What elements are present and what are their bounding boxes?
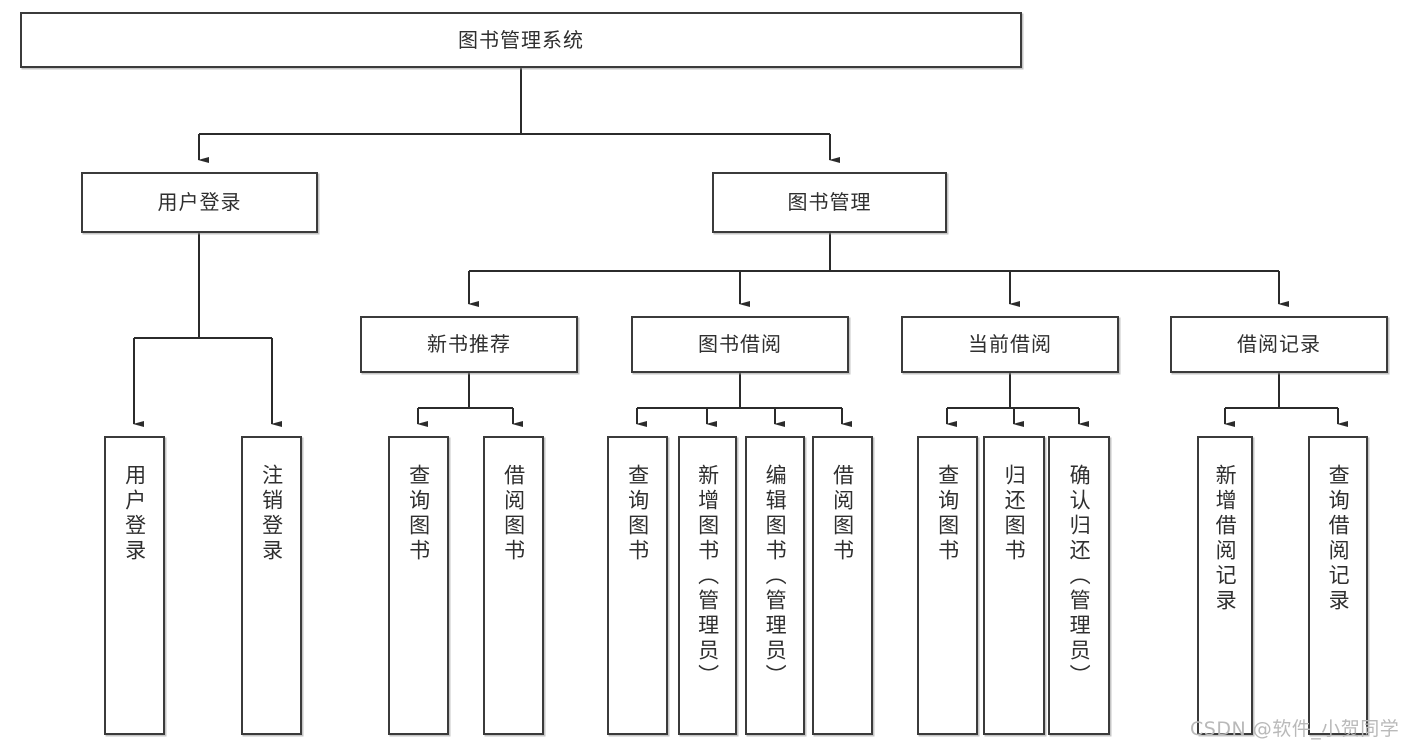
node-label: 新增借阅记录: [1213, 464, 1238, 614]
node-label: 当前借阅: [968, 332, 1052, 356]
node-label: 查询图书: [935, 464, 960, 564]
leaf-return-book[interactable]: 归还图书: [983, 436, 1045, 735]
node-label: 查询图书: [625, 464, 650, 564]
node-user-login[interactable]: 用户登录: [81, 172, 318, 233]
node-borrow-record[interactable]: 借阅记录: [1170, 316, 1388, 373]
node-label: 查询借阅记录: [1326, 464, 1351, 614]
node-label: 新书推荐: [427, 332, 511, 356]
node-new-book-rec[interactable]: 新书推荐: [360, 316, 578, 373]
leaf-user-login[interactable]: 用户登录: [104, 436, 165, 735]
node-label: 查询图书: [406, 464, 431, 564]
node-label: 借阅记录: [1237, 332, 1321, 356]
watermark-text: CSDN @软件_小贺同学: [1190, 718, 1400, 740]
node-current-borrow[interactable]: 当前借阅: [901, 316, 1119, 373]
node-label: 编辑图书（管理员）: [763, 464, 788, 689]
node-label: 归还图书: [1002, 464, 1027, 564]
leaf-user-logout[interactable]: 注销登录: [241, 436, 302, 735]
leaf-borrow-book-1[interactable]: 借阅图书: [483, 436, 544, 735]
leaf-query-record[interactable]: 查询借阅记录: [1308, 436, 1368, 735]
node-label: 确认归还（管理员）: [1067, 464, 1092, 689]
node-root[interactable]: 图书管理系统: [20, 12, 1022, 68]
node-label: 借阅图书: [501, 464, 526, 564]
node-label: 图书管理: [787, 190, 872, 214]
leaf-add-book[interactable]: 新增图书（管理员）: [678, 436, 737, 735]
node-book-manage[interactable]: 图书管理: [712, 172, 947, 233]
leaf-query-book-2[interactable]: 查询图书: [607, 436, 668, 735]
node-label: 用户登录: [122, 464, 147, 564]
leaf-add-record[interactable]: 新增借阅记录: [1197, 436, 1253, 735]
node-label: 图书借阅: [698, 332, 782, 356]
node-label: 注销登录: [259, 464, 284, 564]
node-label: 借阅图书: [830, 464, 855, 564]
leaf-edit-book[interactable]: 编辑图书（管理员）: [745, 436, 805, 735]
leaf-confirm-return[interactable]: 确认归还（管理员）: [1048, 436, 1110, 735]
node-label: 图书管理系统: [458, 27, 584, 52]
node-label: 新增图书（管理员）: [695, 464, 720, 689]
leaf-borrow-book-2[interactable]: 借阅图书: [812, 436, 873, 735]
node-book-borrow[interactable]: 图书借阅: [631, 316, 849, 373]
leaf-query-book-1[interactable]: 查询图书: [388, 436, 449, 735]
node-label: 用户登录: [157, 190, 242, 214]
leaf-query-book-3[interactable]: 查询图书: [917, 436, 978, 735]
